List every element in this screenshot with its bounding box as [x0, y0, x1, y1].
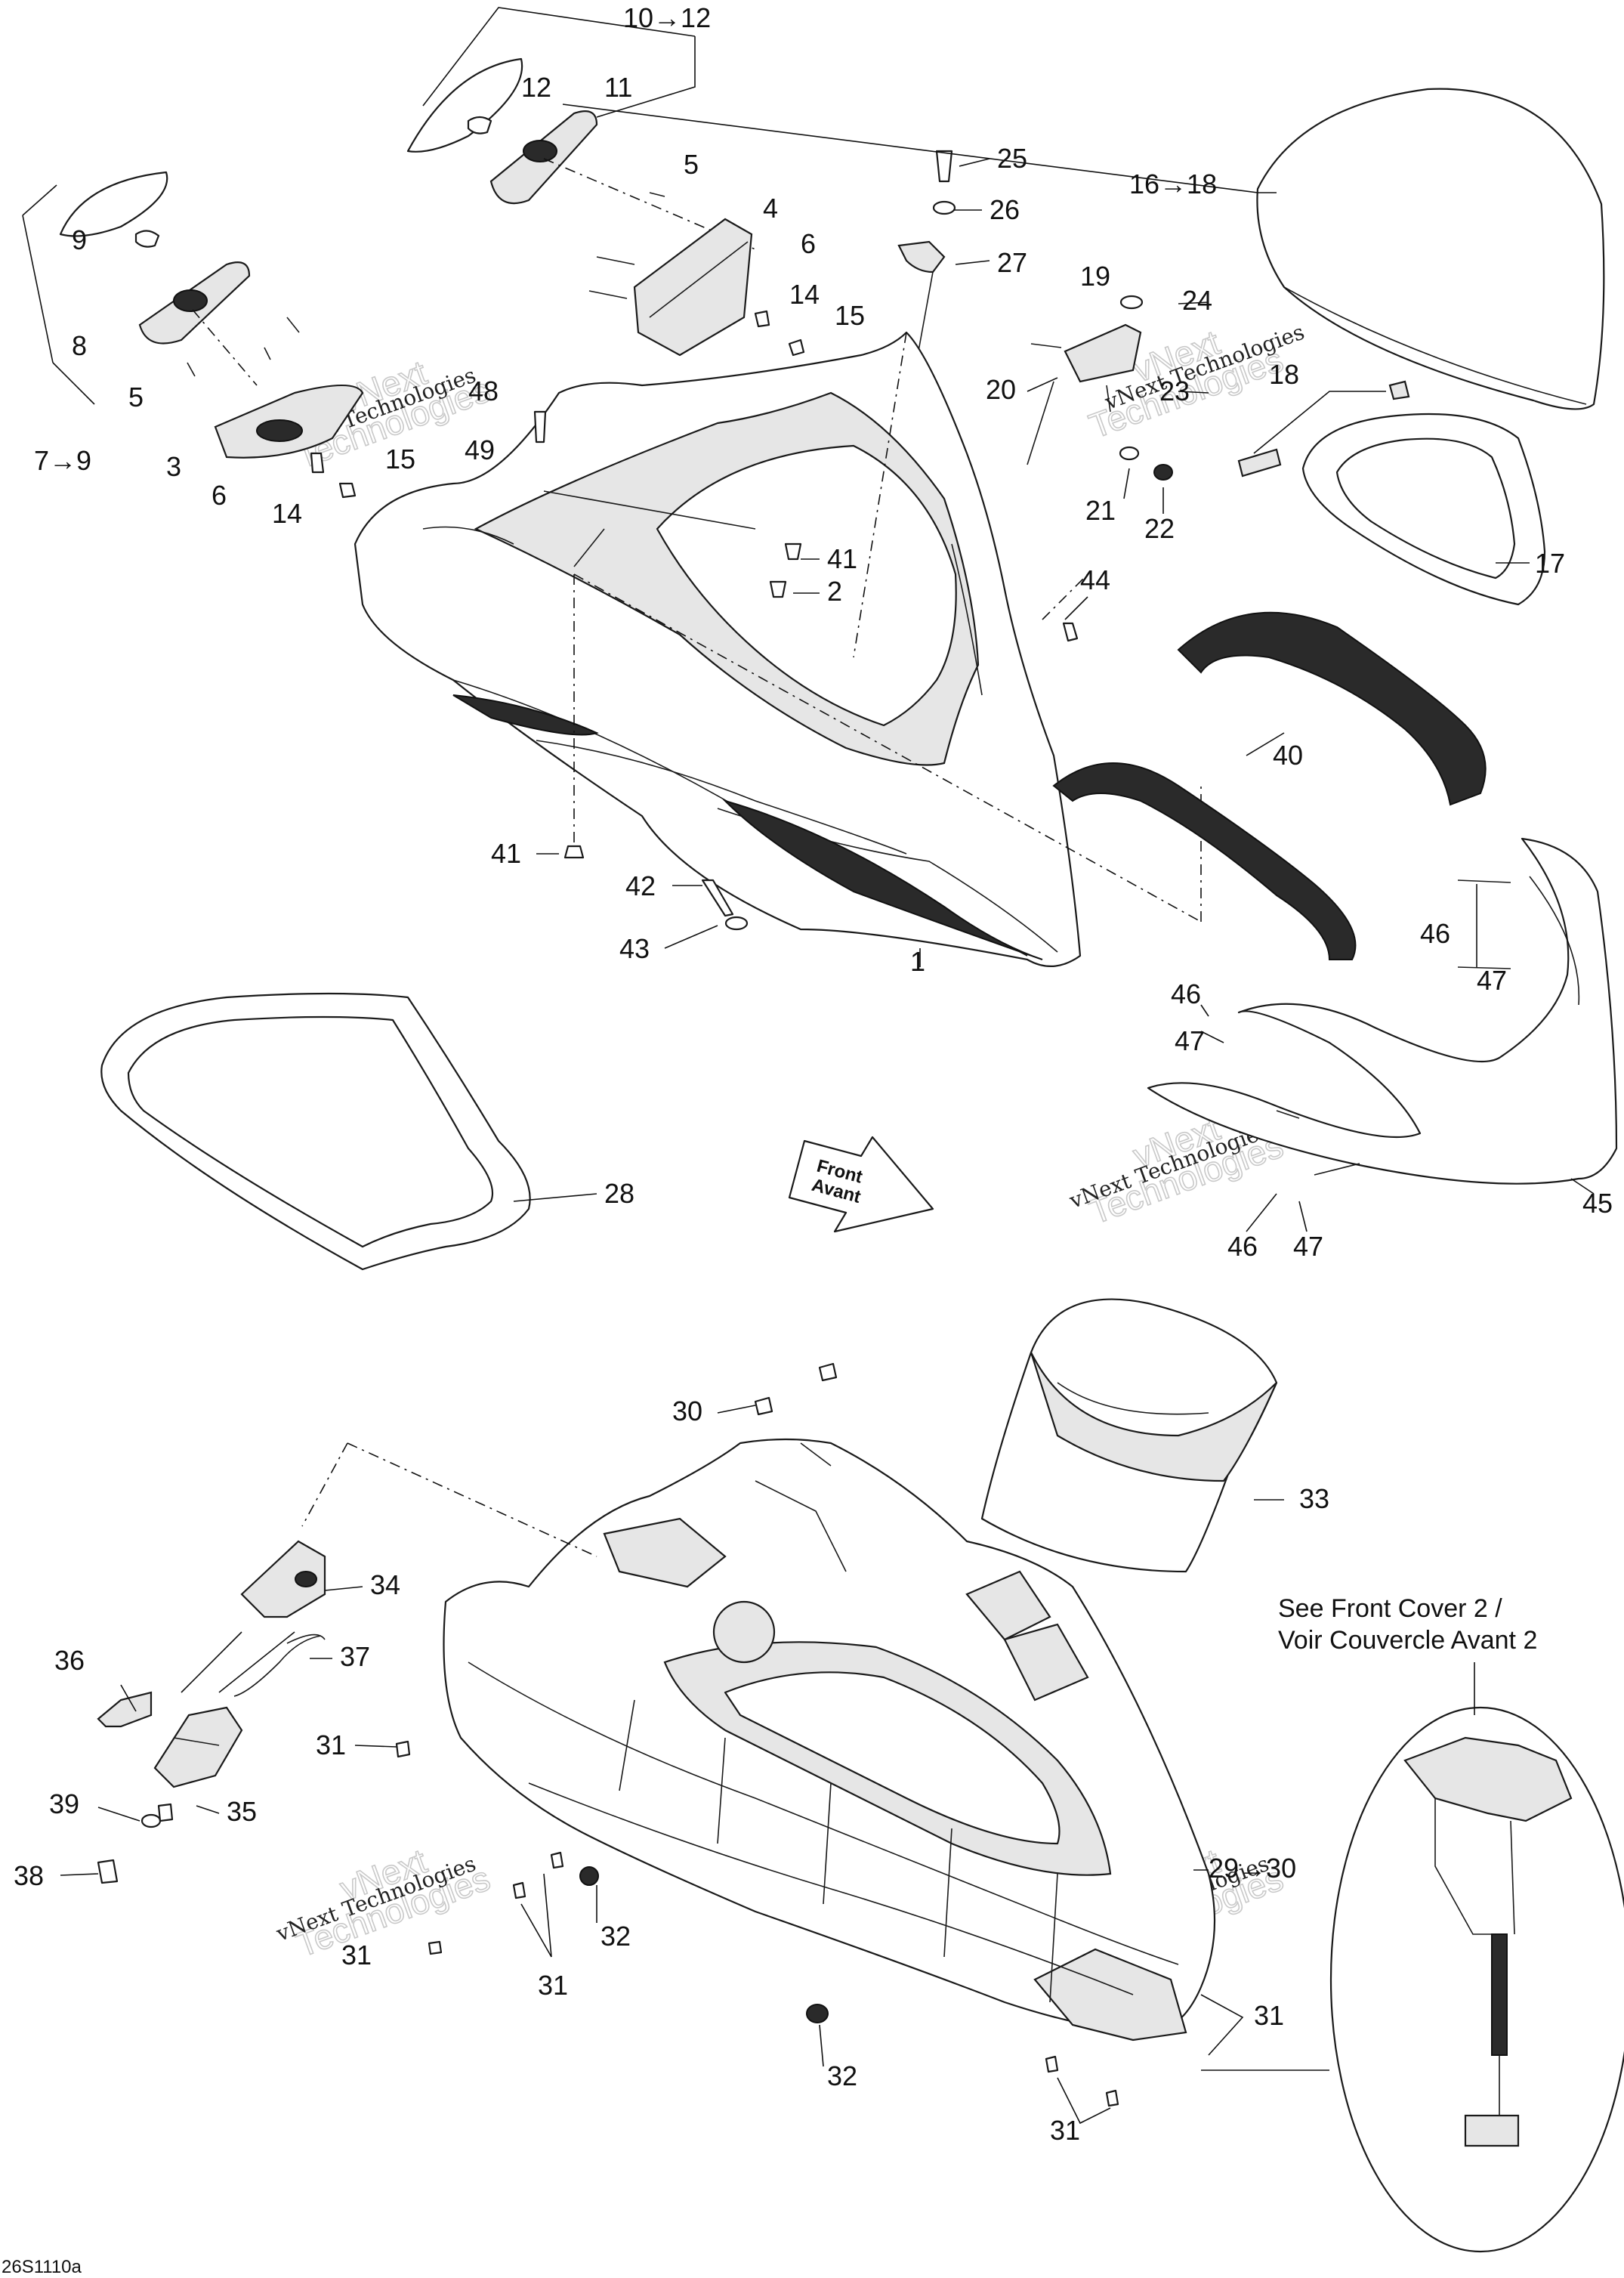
screws-top-center	[897, 150, 956, 356]
seat-trim	[1237, 380, 1546, 606]
callout-16-18: 16→18	[1129, 168, 1217, 199]
callout-47b: 47	[1175, 1025, 1205, 1056]
callout-49: 49	[465, 434, 495, 465]
callout-22: 22	[1144, 513, 1175, 544]
watermark-5: vNext Technologies vNext Technologies	[273, 1841, 496, 1965]
callout-12a: 12	[521, 72, 551, 103]
callout-31c: 31	[538, 1970, 568, 2001]
mirror-assembly-left	[22, 171, 258, 405]
drawing-code: 26S1110a	[2, 2257, 82, 2277]
callout-35: 35	[227, 1796, 257, 1827]
callout-6b: 6	[801, 228, 816, 259]
latch-hardware	[1027, 295, 1173, 481]
callout-21: 21	[1085, 495, 1116, 526]
callout-15a: 15	[385, 444, 415, 474]
callout-48: 48	[468, 376, 499, 406]
callout-39: 39	[49, 1788, 79, 1819]
seat-cushion	[1256, 88, 1605, 410]
callout-1: 1	[910, 946, 925, 977]
callouts: 10→12 12 11 9 8 7→9 5 3 6 14 15 5 4 6 14…	[14, 2, 1613, 2146]
mirror-base-right	[588, 192, 805, 357]
cross-reference-line2: Voir Couvercle Avant 2	[1278, 1626, 1537, 1655]
front-cover-main	[354, 331, 1202, 967]
mirror-assembly-right	[406, 7, 756, 250]
callout-45: 45	[1582, 1188, 1613, 1219]
callout-10-12: 10→12	[623, 2, 711, 33]
callout-3: 3	[166, 451, 181, 482]
front-bumper	[1147, 837, 1618, 1185]
callout-25: 25	[997, 143, 1027, 174]
intake-hoses	[1052, 611, 1487, 960]
callout-20: 20	[986, 374, 1016, 405]
callout-46b: 46	[1171, 978, 1201, 1009]
callout-38: 38	[14, 1860, 44, 1891]
callout-5b: 5	[684, 149, 699, 180]
cross-reference-note: See Front Cover 2 / Voir Couvercle Avant…	[1278, 1594, 1537, 1655]
callout-36: 36	[54, 1645, 85, 1676]
callout-46a: 46	[1420, 918, 1450, 949]
callout-40: 40	[1273, 740, 1303, 771]
callout-19: 19	[1080, 261, 1110, 292]
callout-37: 37	[340, 1641, 370, 1672]
callout-8: 8	[72, 330, 87, 361]
callout-15b: 15	[835, 300, 865, 331]
callout-47c: 47	[1293, 1231, 1323, 1262]
callout-18: 18	[1269, 359, 1299, 390]
storage-gasket	[100, 992, 531, 1271]
callout-31a: 31	[316, 1729, 346, 1760]
callout-43: 43	[619, 933, 650, 964]
callout-44: 44	[1080, 564, 1110, 595]
callout-23: 23	[1159, 376, 1190, 406]
callout-27: 27	[997, 247, 1027, 278]
callout-26: 26	[990, 194, 1020, 225]
callout-7-9: 7→9	[34, 445, 91, 476]
callout-leaders	[60, 104, 1595, 2067]
callout-31b: 31	[341, 1940, 372, 1970]
callout-34: 34	[370, 1569, 400, 1600]
latch-parts-left	[97, 1540, 326, 1884]
callout-32b: 32	[827, 2060, 857, 2091]
front-direction-arrow: Front Avant	[788, 1136, 934, 1233]
storage-bin	[980, 1298, 1278, 1573]
callout-17: 17	[1535, 548, 1565, 579]
inset-detail	[1201, 1662, 1624, 2252]
callout-32a: 32	[601, 1921, 631, 1952]
callout-11: 11	[604, 72, 632, 103]
callout-2: 2	[827, 576, 842, 607]
callout-14b: 14	[789, 279, 820, 310]
callout-30: 30	[672, 1396, 702, 1426]
callout-31e: 31	[1050, 2115, 1080, 2146]
cover-hardware	[533, 410, 1079, 931]
callout-41a: 41	[827, 543, 857, 574]
callout-9: 9	[72, 224, 87, 255]
callout-47a: 47	[1477, 965, 1507, 996]
callout-24: 24	[1182, 285, 1212, 316]
callout-42: 42	[625, 870, 656, 901]
front-support-frame	[301, 1438, 1216, 2042]
callout-14a: 14	[272, 498, 302, 529]
callout-28: 28	[604, 1178, 634, 1209]
cross-reference-line1: See Front Cover 2 /	[1278, 1594, 1502, 1623]
callout-29-30: 29→30	[1209, 1853, 1296, 1884]
callout-31d: 31	[1254, 2000, 1284, 2031]
callout-6a: 6	[211, 480, 227, 511]
frame-hardware	[395, 1362, 1244, 2125]
callout-46c: 46	[1227, 1231, 1258, 1262]
callout-33: 33	[1299, 1483, 1329, 1514]
callout-41b: 41	[491, 838, 521, 869]
mirror-base-left	[187, 317, 364, 499]
callout-5a: 5	[128, 382, 144, 413]
callout-4: 4	[763, 193, 778, 224]
